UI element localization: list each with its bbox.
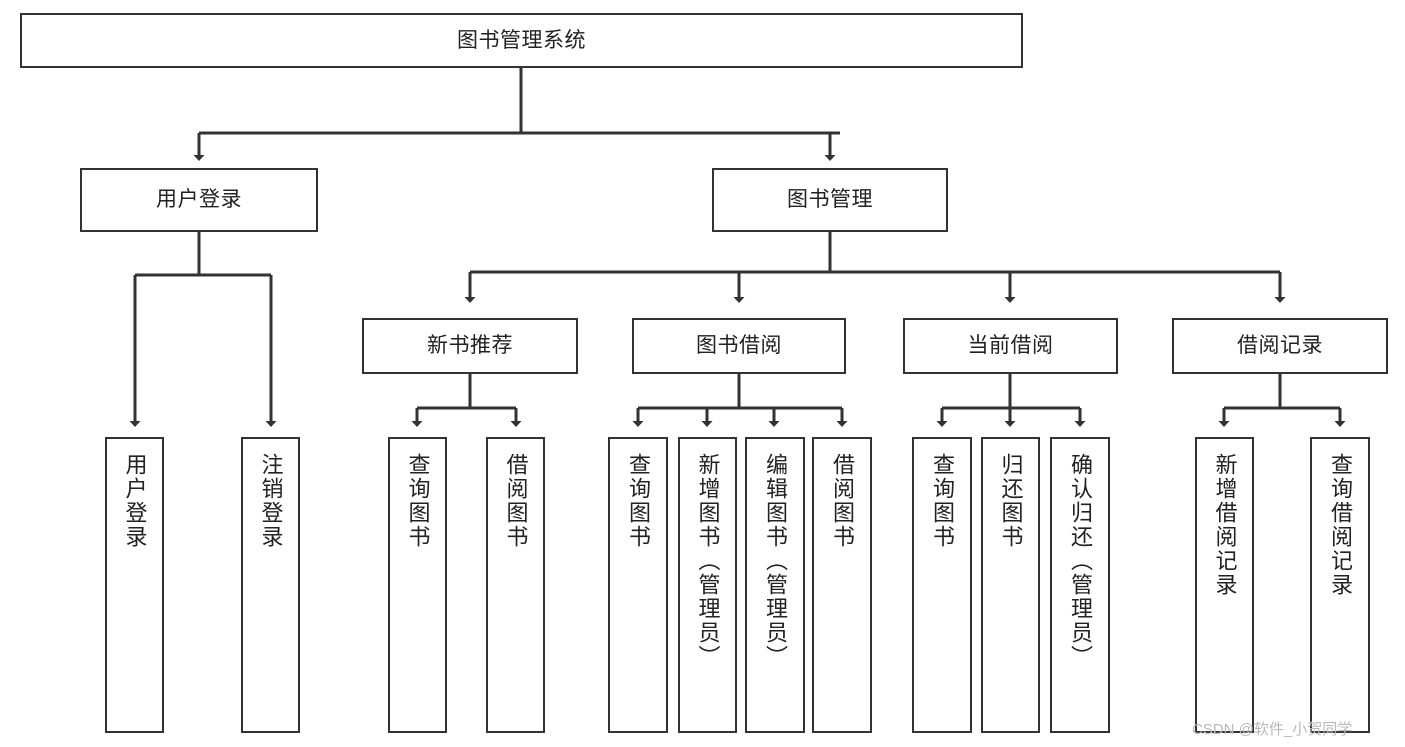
- node-leaf-edit-book-label: 编辑图书（管理员）: [763, 453, 788, 669]
- node-leaf-query-book-2-label: 查询图书: [626, 453, 651, 549]
- node-leaf-return-book[interactable]: 归还图书: [981, 437, 1040, 733]
- node-book-management-label: 图书管理: [787, 188, 873, 212]
- node-book-borrow[interactable]: 图书借阅: [632, 318, 846, 374]
- node-leaf-query-book-2[interactable]: 查询图书: [608, 437, 668, 733]
- node-leaf-return-book-label: 归还图书: [998, 453, 1024, 549]
- node-book-borrow-label: 图书借阅: [696, 334, 782, 358]
- node-leaf-query-book-1[interactable]: 查询图书: [388, 437, 447, 733]
- node-leaf-confirm-return[interactable]: 确认归还（管理员）: [1050, 437, 1110, 733]
- node-leaf-borrow-book-1-label: 借阅图书: [503, 453, 529, 549]
- node-book-management[interactable]: 图书管理: [712, 168, 948, 232]
- node-leaf-add-book-label: 新增图书（管理员）: [695, 453, 721, 669]
- node-leaf-query-record[interactable]: 查询借阅记录: [1310, 437, 1370, 733]
- node-root[interactable]: 图书管理系统: [20, 13, 1023, 68]
- node-leaf-query-record-label: 查询借阅记录: [1328, 453, 1353, 597]
- node-leaf-user-logout[interactable]: 注销登录: [241, 437, 300, 733]
- node-leaf-confirm-return-label: 确认归还（管理员）: [1068, 453, 1093, 669]
- node-leaf-query-book-3[interactable]: 查询图书: [912, 437, 972, 733]
- node-leaf-query-book-3-label: 查询图书: [930, 453, 955, 549]
- node-leaf-add-book[interactable]: 新增图书（管理员）: [678, 437, 737, 733]
- node-leaf-borrow-book-2-label: 借阅图书: [830, 453, 855, 549]
- node-leaf-user-login[interactable]: 用户登录: [105, 437, 164, 733]
- node-borrow-record-label: 借阅记录: [1237, 334, 1323, 358]
- node-leaf-user-login-label: 用户登录: [122, 453, 148, 549]
- node-user-login-label: 用户登录: [156, 188, 242, 212]
- node-borrow-record[interactable]: 借阅记录: [1172, 318, 1388, 374]
- node-leaf-query-book-1-label: 查询图书: [405, 453, 431, 549]
- node-leaf-add-record[interactable]: 新增借阅记录: [1195, 437, 1254, 733]
- node-leaf-edit-book[interactable]: 编辑图书（管理员）: [745, 437, 805, 733]
- node-current-borrow-label: 当前借阅: [967, 334, 1054, 358]
- node-new-book-recommend[interactable]: 新书推荐: [362, 318, 578, 374]
- node-leaf-borrow-book-2[interactable]: 借阅图书: [812, 437, 872, 733]
- node-leaf-add-record-label: 新增借阅记录: [1212, 453, 1238, 597]
- node-leaf-borrow-book-1[interactable]: 借阅图书: [486, 437, 545, 733]
- node-leaf-user-logout-label: 注销登录: [258, 453, 284, 549]
- node-new-book-recommend-label: 新书推荐: [427, 334, 513, 358]
- csdn-watermark: CSDN @软件_小贺同学: [1192, 721, 1353, 738]
- node-root-label: 图书管理系统: [457, 28, 586, 52]
- node-current-borrow[interactable]: 当前借阅: [903, 318, 1118, 374]
- node-user-login[interactable]: 用户登录: [80, 168, 318, 232]
